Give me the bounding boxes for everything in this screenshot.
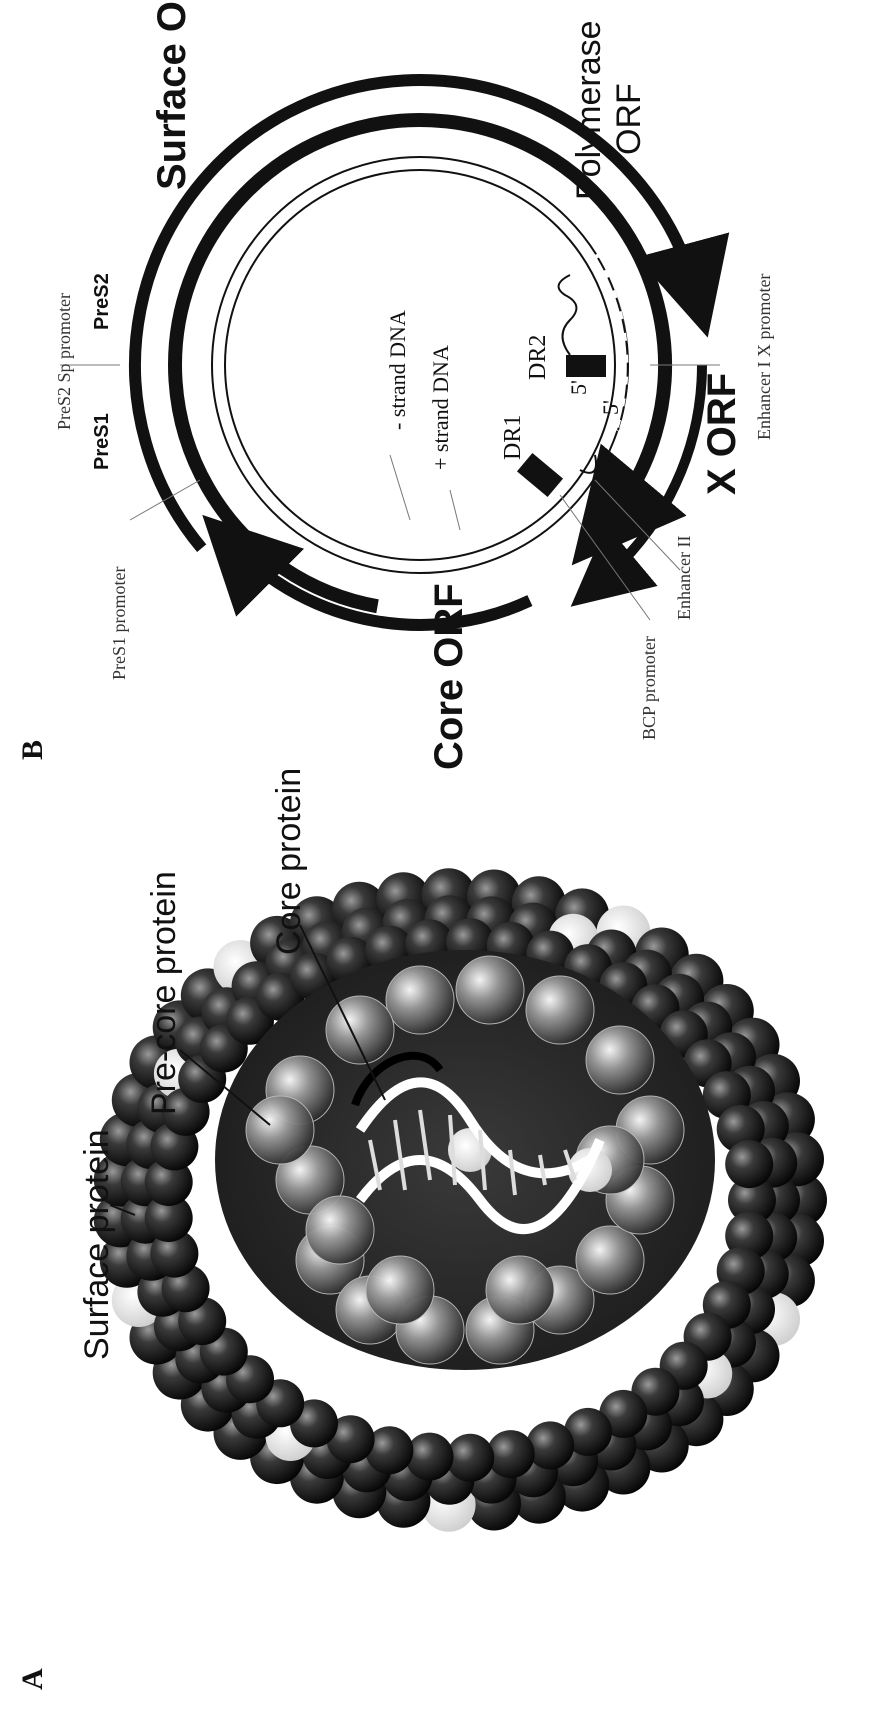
core-protein-label: Core protein — [270, 768, 308, 955]
polymerase-orf-label: Polymerase — [570, 20, 608, 200]
five-prime-dot — [594, 471, 602, 479]
enhancer-i-label: Enhancer I X promoter — [754, 274, 774, 440]
pres2-label: PreS2 — [91, 273, 113, 330]
core-protein-sphere — [456, 956, 524, 1024]
minus-strand-label: - strand DNA — [385, 310, 410, 430]
polymerase-orf-label-2: ORF — [610, 83, 648, 155]
core-orf-label: Core ORF — [427, 583, 471, 770]
dr1-label: DR1 — [500, 415, 526, 460]
five-prime-label-a: 5' — [566, 380, 591, 395]
pre-core-protein-label: Pre-core protein — [145, 871, 183, 1115]
five-prime-label-b: 5' — [598, 400, 623, 415]
surface-orf-label: Surface ORF — [150, 0, 194, 190]
core-protein-sphere — [366, 1256, 434, 1324]
x-orf-label: X ORF — [700, 373, 744, 495]
panel-b-letter: B — [16, 740, 49, 760]
pres2-promoter-label: PreS2 Sp promoter — [54, 293, 74, 430]
core-protein-sphere — [526, 976, 594, 1044]
panel-a-letter: A — [16, 1668, 49, 1690]
core-protein-sphere — [586, 1026, 654, 1094]
panel-b: B Surface ORF Polymerase ORF Core ORF X … — [16, 0, 774, 770]
pres1-label: PreS1 — [91, 413, 113, 470]
surface-protein-sphere — [725, 1140, 773, 1188]
genome-plus-strand-circle — [212, 157, 628, 573]
core-protein-sphere — [326, 996, 394, 1064]
bcp-promoter-label: BCP promoter — [639, 636, 659, 740]
core-protein-sphere — [246, 1096, 314, 1164]
pres1-promoter-label: PreS1 promoter — [109, 567, 129, 680]
surface-protein-label: Surface protein — [78, 1129, 116, 1360]
core-protein-sphere — [576, 1226, 644, 1294]
enhancer-ii-label: Enhancer II — [674, 536, 694, 620]
core-protein-sphere — [306, 1196, 374, 1264]
orf-arrows — [135, 80, 702, 625]
genome-minus-strand-circle — [225, 170, 615, 560]
dr2-squiggle — [559, 275, 577, 355]
surface-protein-sphere — [406, 1433, 454, 1481]
core-protein-sphere — [386, 966, 454, 1034]
surface-protein-sphere — [526, 1421, 574, 1469]
dr2-box — [566, 355, 606, 377]
dr2-label: DR2 — [525, 335, 551, 380]
core-protein-sphere — [486, 1256, 554, 1324]
plus-strand-label: + strand DNA — [428, 345, 453, 470]
panel-a: A Surface protein Pre-core protein Core … — [16, 768, 827, 1690]
